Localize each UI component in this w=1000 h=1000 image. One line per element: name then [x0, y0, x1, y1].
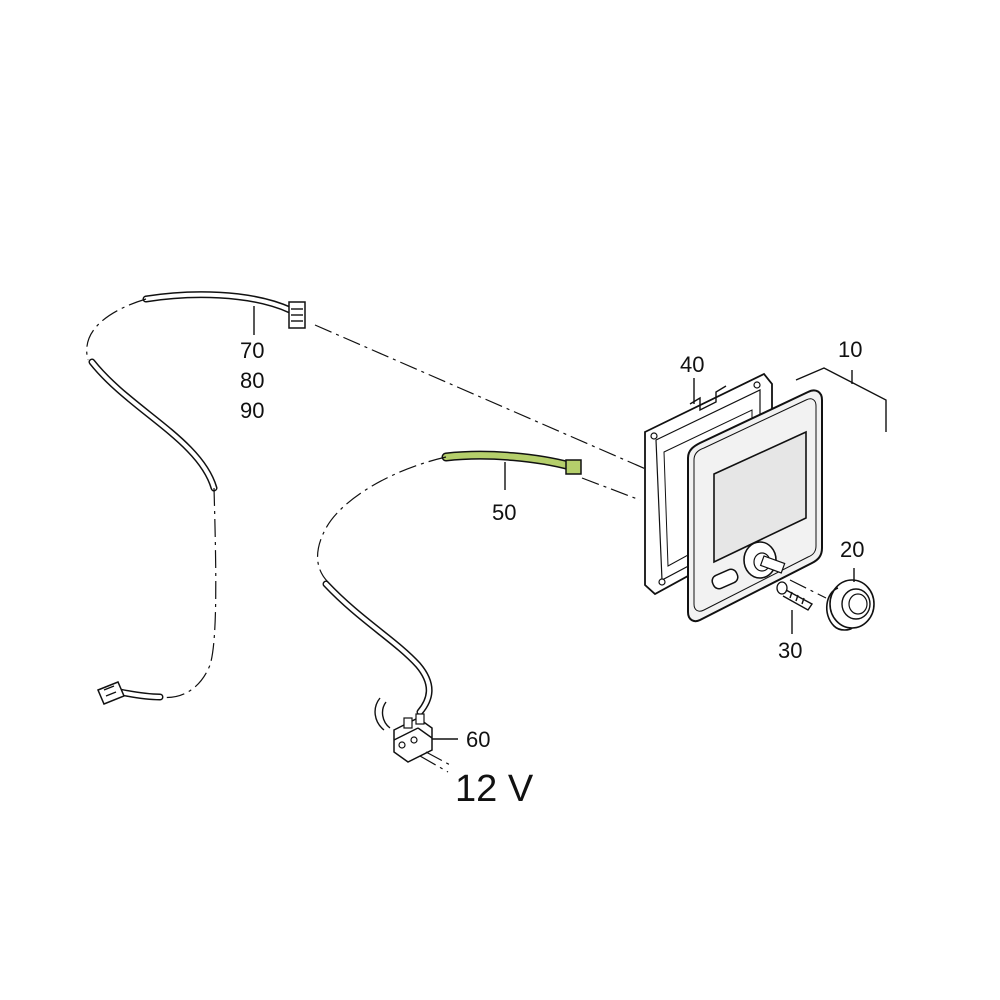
- label-60: 60: [466, 727, 490, 752]
- label-90: 90: [240, 398, 264, 423]
- label-10: 10: [838, 337, 862, 362]
- label-70: 70: [240, 338, 264, 363]
- axis-line-upper: [314, 324, 649, 471]
- screw-30-icon: [776, 579, 827, 611]
- voltage-label: 12 V: [455, 768, 534, 810]
- label-80: 80: [240, 368, 264, 393]
- rj-plug-top-icon: [288, 301, 306, 329]
- label-30: 30: [778, 638, 802, 663]
- power-cable-60: [322, 580, 433, 731]
- knob-20-icon: [826, 579, 875, 631]
- terminal-connector-icon: [393, 713, 453, 773]
- cable-70-80-90: [86, 291, 294, 701]
- label-40: 40: [680, 352, 704, 377]
- axis-line-lower: [581, 477, 641, 501]
- cable-50-highlighted: [317, 450, 582, 583]
- label-20: 20: [840, 537, 864, 562]
- bracket-10: [795, 367, 887, 432]
- rj-plug-bottom-icon: [97, 681, 125, 705]
- control-panel-10: [687, 389, 823, 623]
- panel-button-icon: [711, 568, 739, 590]
- label-50: 50: [492, 500, 516, 525]
